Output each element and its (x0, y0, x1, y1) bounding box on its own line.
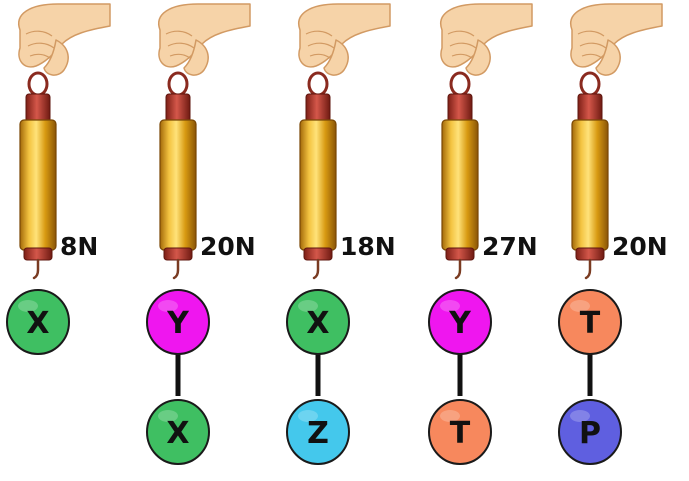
scale-barrel (441, 119, 479, 251)
scale-hook (172, 258, 180, 280)
scale-bottom-cap (303, 247, 333, 261)
hand-icon (570, 3, 663, 76)
hand-icon (440, 3, 533, 76)
scale-top-cap (25, 93, 51, 123)
ball-lower: T (428, 399, 492, 465)
scale-barrel (299, 119, 337, 251)
scale-bottom-cap (163, 247, 193, 261)
ball-lower: P (558, 399, 622, 465)
setup-2: 20N Y X (146, 3, 256, 465)
hand-icon (158, 3, 251, 76)
scale-ring (307, 71, 329, 97)
setup-4: 27N Y T (428, 3, 538, 465)
spring-scale-setups: 8N X 20N Y X 18N X Z 27N Y T 20N T P (6, 3, 668, 465)
scale-reading: 27N (482, 232, 538, 261)
scale-hook (32, 258, 40, 280)
scale-top-cap (577, 93, 603, 123)
ball-label: X (26, 306, 49, 341)
scale-ring (449, 71, 471, 97)
scale-barrel (19, 119, 57, 251)
scale-ring (579, 71, 601, 97)
scale-hook (584, 258, 592, 280)
scale-hook (312, 258, 320, 280)
scale-top-cap (165, 93, 191, 123)
scale-bottom-cap (575, 247, 605, 261)
scale-bottom-cap (445, 247, 475, 261)
ball-upper: X (6, 289, 70, 355)
hand-icon (18, 3, 111, 76)
ball-lower: X (146, 399, 210, 465)
scale-reading: 8N (60, 232, 98, 261)
ball-label: X (306, 306, 329, 341)
setup-3: 18N X Z (286, 3, 396, 465)
scale-hook (454, 258, 462, 280)
ball-label: T (450, 416, 471, 451)
hand-icon (298, 3, 391, 76)
scale-top-cap (305, 93, 331, 123)
ball-lower: Z (286, 399, 350, 465)
scale-top-cap (447, 93, 473, 123)
scale-reading: 18N (340, 232, 396, 261)
ball-label: Y (448, 306, 472, 341)
ball-upper: X (286, 289, 350, 355)
ball-upper: Y (146, 289, 210, 355)
setup-1: 8N X (6, 3, 111, 355)
ball-label: Z (307, 416, 329, 451)
ball-label: P (579, 416, 601, 451)
scale-reading: 20N (612, 232, 668, 261)
setup-5: 20N T P (558, 3, 668, 465)
scale-barrel (159, 119, 197, 251)
ball-upper: Y (428, 289, 492, 355)
ball-label: X (166, 416, 189, 451)
scale-bottom-cap (23, 247, 53, 261)
ball-label: Y (166, 306, 190, 341)
scale-reading: 20N (200, 232, 256, 261)
scale-ring (167, 71, 189, 97)
ball-label: T (580, 306, 601, 341)
scale-ring (27, 71, 49, 97)
scale-barrel (571, 119, 609, 251)
ball-upper: T (558, 289, 622, 355)
